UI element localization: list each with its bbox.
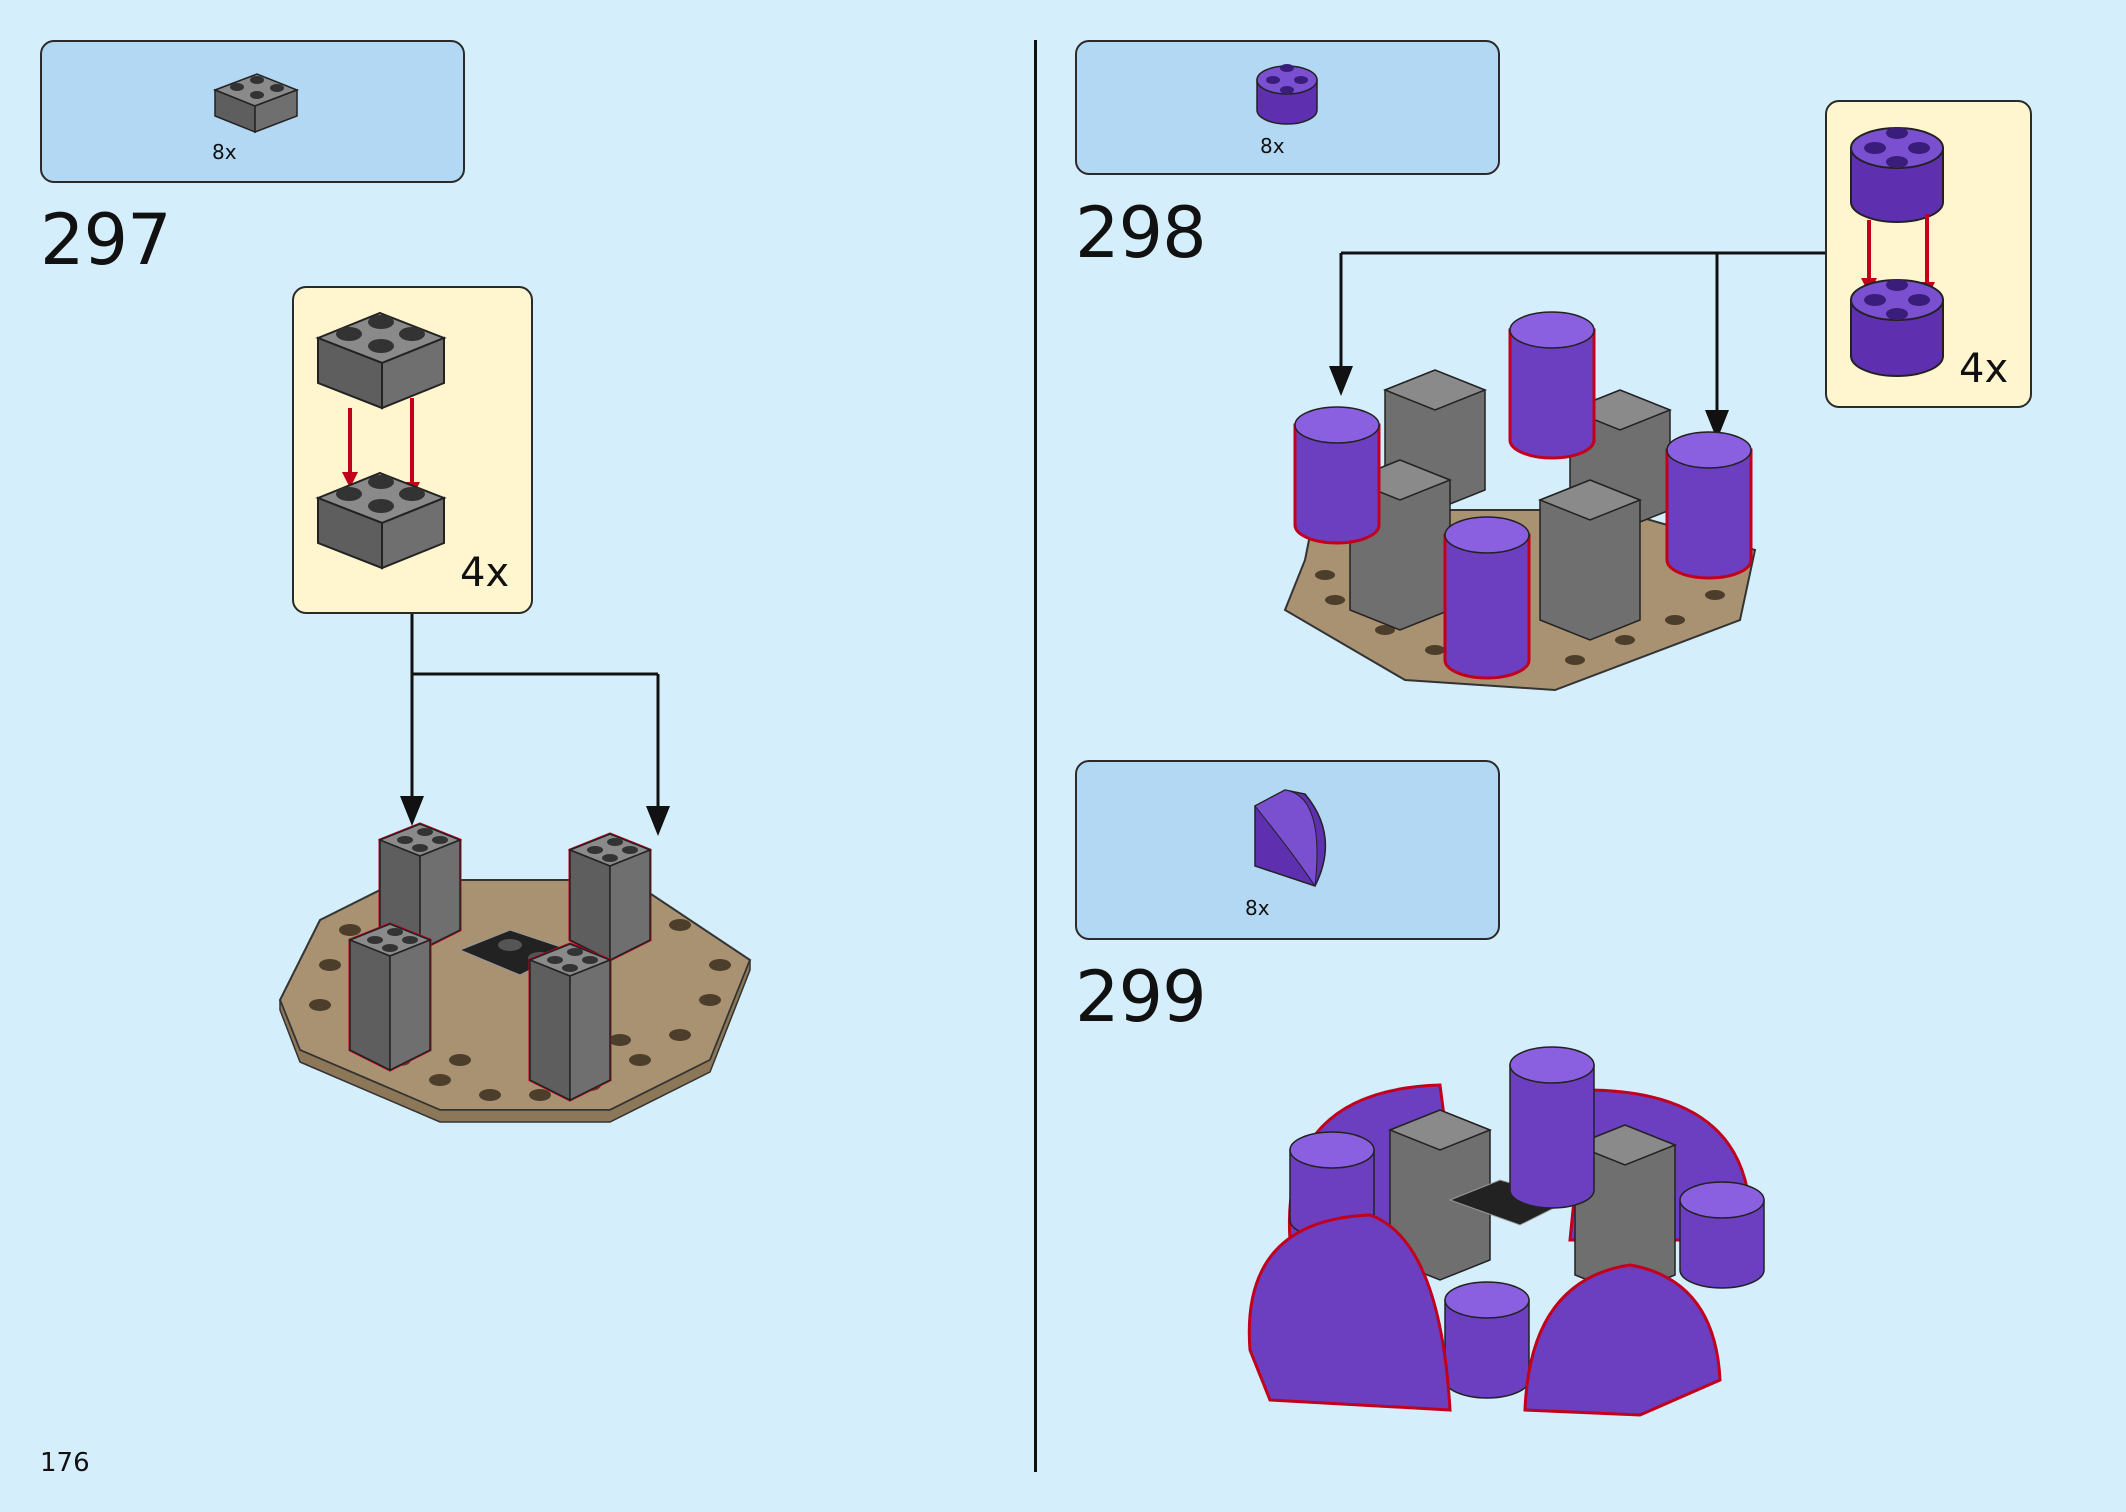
step-number-298: 298	[1075, 192, 1207, 274]
placement-arrows-298	[1329, 251, 1825, 440]
column-divider	[1034, 40, 1037, 1472]
step-number-299: 299	[1075, 956, 1207, 1038]
parts-list-299: 8x	[1075, 760, 1500, 940]
sub-assembly-callout-297: 4x	[292, 286, 533, 614]
purple-round-brick-icon	[1256, 64, 1318, 125]
step-number-297: 297	[40, 199, 172, 281]
callout-quantity: 4x	[1959, 346, 2009, 392]
callout-quantity: 4x	[460, 550, 510, 596]
build-model-297	[278, 822, 752, 1123]
page-number: 176	[40, 1448, 90, 1478]
stacked-brick-diagram	[315, 311, 447, 570]
build-model-298	[1283, 311, 1757, 692]
part-quantity: 8x	[1260, 134, 1285, 158]
dark-gray-brick-icon	[212, 73, 300, 134]
parts-list-297: 8x	[40, 40, 465, 183]
part-quantity: 8x	[212, 140, 237, 164]
purple-dome-icon	[1254, 789, 1327, 888]
part-quantity: 8x	[1245, 896, 1270, 920]
sub-assembly-callout-298: 4x	[1825, 100, 2032, 408]
build-model-299	[1247, 1046, 1765, 1417]
parts-list-298: 8x	[1075, 40, 1500, 175]
placement-arrows-297	[400, 614, 670, 836]
stacked-round-brick-diagram	[1850, 127, 1944, 377]
